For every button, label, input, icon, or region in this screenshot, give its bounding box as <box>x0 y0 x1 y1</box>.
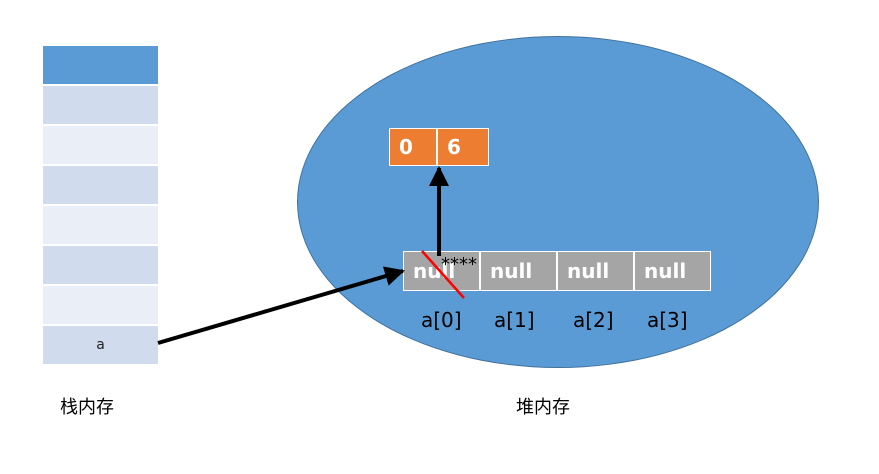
stack-cell <box>43 86 158 126</box>
stack-label: 栈内存 <box>60 397 114 418</box>
annotation-stars: **** <box>441 254 477 275</box>
array-cell: null <box>557 251 634 291</box>
array-index: a[0] <box>421 308 462 332</box>
stack-cell <box>43 166 158 206</box>
array-index: a[2] <box>573 308 614 332</box>
heap-object: 0 6 <box>389 128 489 166</box>
array-cell: null <box>634 251 711 291</box>
array-cell: null <box>480 251 557 291</box>
stack-cell <box>43 46 158 86</box>
heap-ellipse <box>297 36 819 368</box>
object-cell: 0 <box>389 128 437 166</box>
heap-label: 堆内存 <box>516 397 570 418</box>
array-index: a[3] <box>647 308 688 332</box>
stack-cell <box>43 126 158 166</box>
stack-cell <box>43 206 158 246</box>
object-cell: 6 <box>437 128 489 166</box>
array-index: a[1] <box>494 308 535 332</box>
strike-through-line <box>421 250 465 299</box>
stack-memory: a <box>43 46 158 366</box>
stack-cell <box>43 286 158 326</box>
stack-cell <box>43 246 158 286</box>
reference-arrow-a <box>157 266 405 345</box>
stack-cell-a: a <box>43 326 158 366</box>
